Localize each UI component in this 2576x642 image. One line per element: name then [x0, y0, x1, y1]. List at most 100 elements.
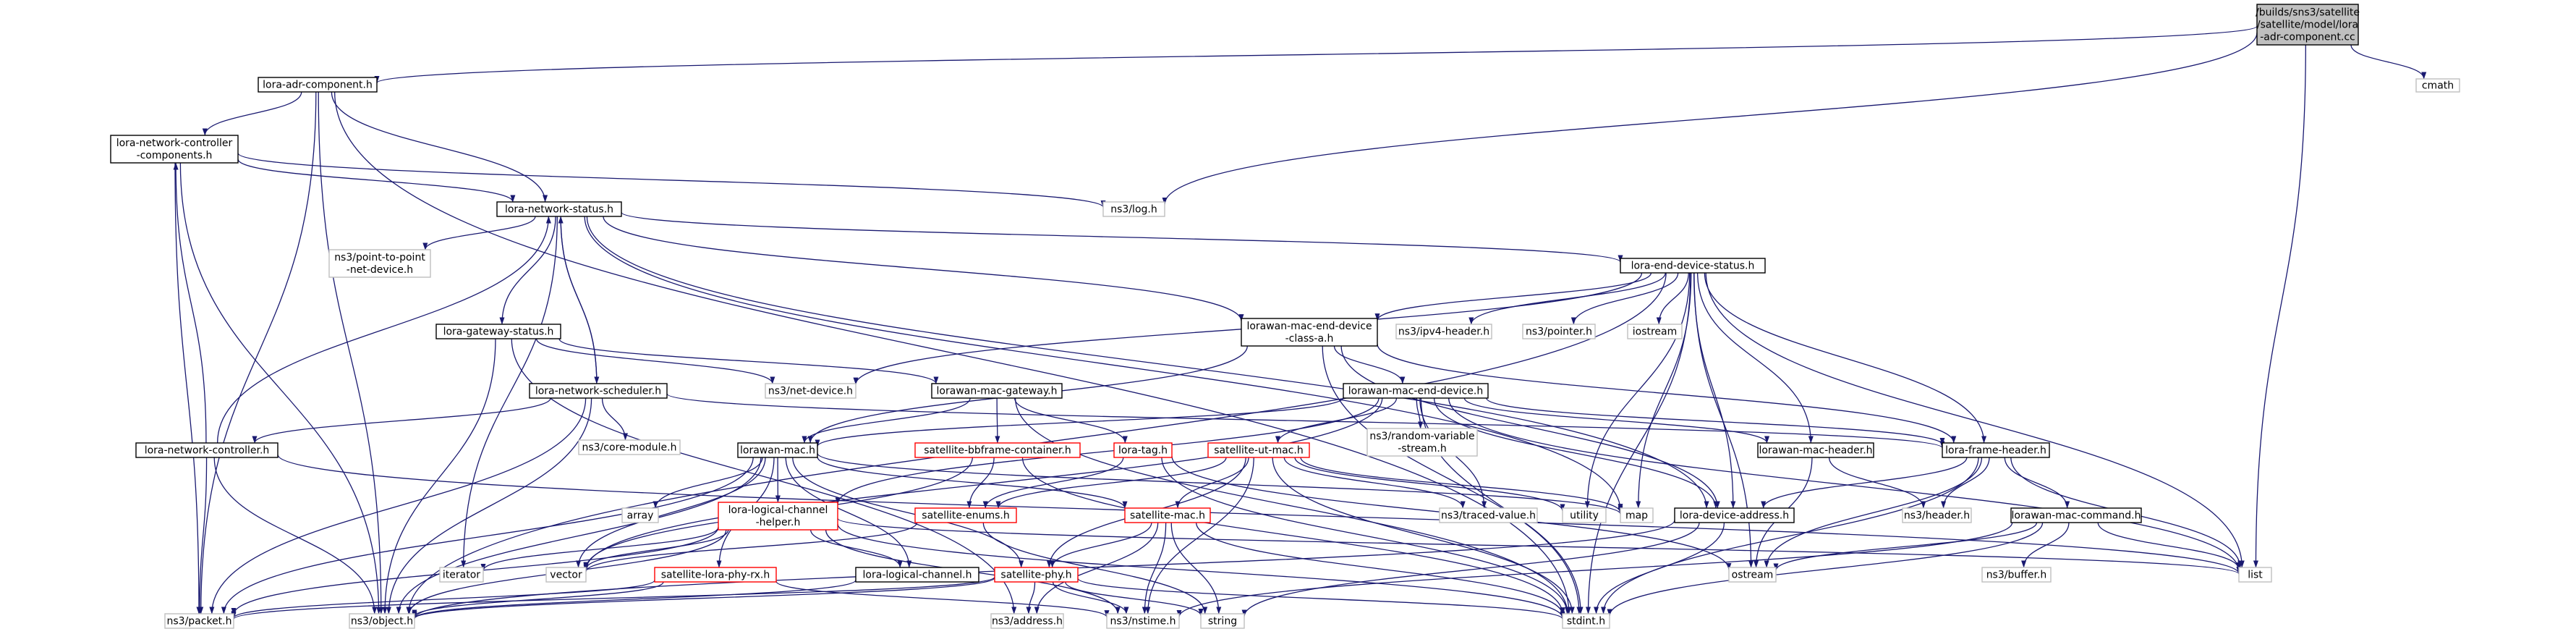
edge-lorawan-mac-command-to-ns3-buffer — [2021, 522, 2070, 568]
edge-lora-logical-channel-helper-to-vector — [583, 529, 729, 570]
node-lorawan-mac-end-device[interactable]: lorawan-mac-end-device.h — [1343, 383, 1489, 399]
node-stdint: stdint.h — [1562, 613, 1610, 629]
node-box — [1620, 507, 1654, 523]
node-lorawan-mac-command[interactable]: lorawan-mac-command.h — [2010, 507, 2142, 523]
edge-satellite-enums-to-string — [982, 522, 1208, 614]
node-label: lora-adr-component.h — [263, 80, 373, 91]
node-lora-device-address[interactable]: lora-device-address.h — [1674, 507, 1795, 523]
node-box — [110, 135, 239, 164]
node-label: lora-network-controller.h — [145, 445, 270, 457]
edge-lorawan-mac-end-device-to-lora-logical-channel-helper — [835, 397, 1380, 505]
node-label: ns3/traced-value.h — [1441, 510, 1536, 522]
node-lora-network-controller[interactable]: lora-network-controller.h — [135, 442, 279, 458]
node-lora-network-scheduler[interactable]: lora-network-scheduler.h — [529, 383, 668, 399]
node-lora-logical-channel[interactable]: lora-logical-channel.h — [855, 567, 979, 583]
edge-lora-adr-component-to-ns3-packet — [198, 91, 317, 614]
node-label: lora-frame-header.h — [1945, 445, 2046, 457]
edge-lora-frame-header-to-lora-device-address — [1761, 457, 1968, 509]
node-label: lora-tag.h — [1118, 445, 1168, 457]
node-box — [1674, 507, 1795, 523]
edge-satellite-ut-mac-to-ns3-nstime — [1145, 457, 1254, 614]
node-box — [1942, 442, 2050, 458]
graph-nodes: /builds/sns3/satellite/satellite/model/l… — [110, 4, 2460, 629]
edge-lora-logical-channel-helper-to-iterator — [480, 527, 719, 571]
edge-lora-adr-component-to-lora-network-controller-components — [202, 91, 302, 136]
node-label: satellite-enums.h — [922, 510, 1009, 522]
node-satellite-ut-mac[interactable]: satellite-ut-mac.h — [1207, 442, 1310, 458]
node-box — [1395, 324, 1492, 339]
node-ns3-buffer: ns3/buffer.h — [1981, 567, 2052, 583]
node-box — [1113, 442, 1173, 458]
node-box — [496, 201, 622, 217]
node-label: satellite-lora-phy-rx.h — [661, 570, 770, 581]
node-label: /satellite/model/lora — [2257, 20, 2358, 31]
node-label: vector — [550, 570, 582, 581]
edge-lora-end-device-status-to-lora-frame-header — [1704, 272, 1987, 444]
edge-lorawan-mac-header-to-ns3-header — [1828, 457, 1926, 509]
edge-lora-network-controller-components-to-ns3-packet — [174, 162, 202, 614]
edge-lora-frame-header-to-lorawan-mac-command — [2004, 457, 2070, 509]
edge-lora-tag-to-stdint — [1161, 457, 1570, 614]
node-lora-network-controller-components[interactable]: lora-network-controller-components.h — [110, 135, 239, 164]
node-lora-logical-channel-helper[interactable]: lora-logical-channel-helper.h — [718, 502, 838, 531]
node-box — [737, 442, 818, 458]
node-label: lora-end-device-status.h — [1631, 261, 1755, 272]
node-box — [578, 439, 681, 455]
node-label: lora-network-controller — [116, 138, 233, 149]
node-box — [1102, 201, 1165, 217]
node-satellite-enums[interactable]: satellite-enums.h — [914, 507, 1017, 523]
node-label: satellite-phy.h — [1000, 570, 1071, 581]
edge-satellite-ut-mac-to-map — [1300, 457, 1623, 513]
node-lora-gateway-status[interactable]: lora-gateway-status.h — [435, 324, 561, 339]
edge-lorawan-mac-command-to-ostream — [1773, 522, 2038, 571]
node-satellite-bbframe-container[interactable]: satellite-bbframe-container.h — [914, 442, 1081, 458]
node-satellite-mac[interactable]: satellite-mac.h — [1124, 507, 1211, 523]
node-lora-end-device-status[interactable]: lora-end-device-status.h — [1620, 258, 1766, 274]
edge-lorawan-mac-gateway-to-lorawan-mac — [802, 397, 971, 444]
node-lora-frame-header[interactable]: lora-frame-header.h — [1942, 442, 2050, 458]
edge-lora-device-address-to-stdint — [1594, 522, 1725, 614]
node-ns3-point-to-point: ns3/point-to-point-net-device.h — [328, 249, 431, 278]
node-label: iostream — [1633, 326, 1678, 338]
edge-lora-network-controller-components-to-lora-network-status — [237, 159, 516, 203]
edge-satellite-ut-mac-to-satellite-enums — [995, 457, 1227, 509]
edge-satellite-phy-to-ns3-packet — [231, 576, 995, 620]
edge-lora-network-scheduler-to-lora-frame-header — [666, 393, 1945, 449]
node-lorawan-mac[interactable]: lorawan-mac.h — [737, 442, 818, 458]
node-ns3-packet: ns3/packet.h — [164, 613, 234, 629]
node-iterator: iterator — [439, 567, 484, 583]
edge-lora-network-scheduler-to-lora-network-status — [558, 216, 598, 384]
node-label: array — [627, 510, 654, 522]
node-box — [1728, 567, 1777, 583]
node-ns3-core-module: ns3/core-module.h — [578, 439, 681, 455]
edge-lora-network-controller-to-lora-network-controller-components — [173, 162, 207, 444]
node-lorawan-mac-end-device-class-a[interactable]: lorawan-mac-end-device-class-a.h — [1241, 318, 1378, 347]
node-satellite-phy[interactable]: satellite-phy.h — [994, 567, 1079, 583]
edge-lora-end-device-status-to-lorawan-mac-end-device-class-a — [1374, 272, 1652, 321]
node-lora-tag[interactable]: lora-tag.h — [1113, 442, 1173, 458]
edge-lora-network-scheduler-to-ns3-core-module — [601, 397, 628, 441]
node-box — [1562, 613, 1610, 629]
node-label: ns3/buffer.h — [1986, 570, 2047, 581]
edge-lorawan-mac-to-lora-logical-channel — [785, 457, 912, 568]
node-lorawan-mac-gateway[interactable]: lorawan-mac-gateway.h — [931, 383, 1063, 399]
node-label: lora-logical-channel — [728, 504, 828, 516]
node-label: lorawan-mac.h — [740, 445, 815, 457]
edge-satellite-mac-to-satellite-phy — [1050, 522, 1152, 568]
edge-lorawan-mac-gateway-to-satellite-bbframe-container — [995, 397, 1000, 444]
node-lora-adr-component[interactable]: lora-adr-component.h — [258, 77, 378, 93]
node-label: list — [2248, 570, 2263, 581]
node-satellite-lora-phy-rx[interactable]: satellite-lora-phy-rx.h — [654, 567, 777, 583]
node-label: -net-device.h — [347, 264, 413, 276]
edge-lora-end-device-status-to-ostream — [1693, 272, 1754, 568]
node-lorawan-mac-header[interactable]: lorawan-mac-header.h — [1757, 442, 1874, 458]
edge-lorawan-mac-to-satellite-phy — [792, 457, 1024, 568]
node-root[interactable]: /builds/sns3/satellite/satellite/model/l… — [2256, 4, 2360, 46]
edge-lora-device-address-to-string — [1241, 522, 1700, 617]
edge-lorawan-mac-to-ns3-object — [396, 457, 762, 614]
node-label: ns3/net-device.h — [768, 386, 853, 397]
node-lora-network-status[interactable]: lora-network-status.h — [496, 201, 622, 217]
edge-lorawan-mac-to-ns3-packet — [221, 457, 754, 614]
edge-satellite-ut-mac-to-ns3-traced-value — [1283, 457, 1466, 509]
node-label: ns3/log.h — [1110, 204, 1157, 216]
